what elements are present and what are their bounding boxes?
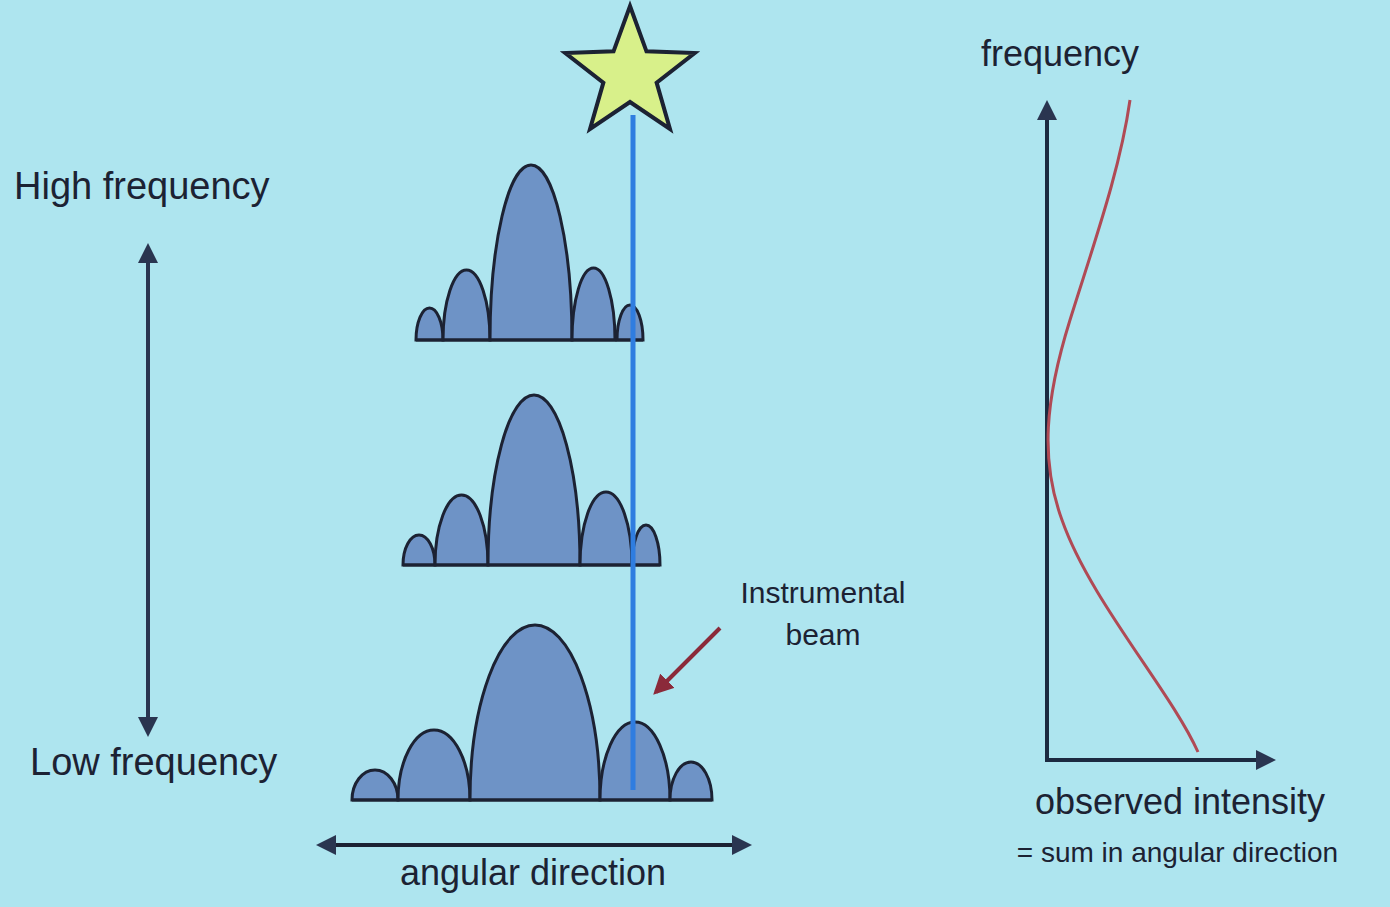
beam-lobe: [617, 305, 643, 340]
callout-label: Instrumental beam: [713, 572, 933, 656]
beam-lobe: [490, 165, 572, 340]
beam-lobe: [398, 730, 470, 800]
pointer-arrow: [656, 628, 720, 692]
beam-lobe: [488, 395, 580, 565]
beam-lobe: [416, 308, 443, 340]
beam-lobe: [403, 535, 435, 565]
axis-label: observed intensity: [1005, 780, 1355, 823]
axis-label: Low frequency: [30, 740, 360, 786]
axis-note: = sum in angular direction: [975, 836, 1380, 870]
beam-lobe: [580, 492, 632, 565]
beam-baseline: [403, 564, 660, 567]
beam-patterns: [352, 165, 712, 800]
beam-lobe: [443, 270, 490, 340]
line-of-sight: [631, 115, 636, 790]
beam-lobe: [632, 525, 660, 565]
axis-label: High frequency: [14, 164, 344, 210]
beam-lobe: [670, 762, 712, 800]
axis-label: frequency: [930, 32, 1190, 75]
axis-label: angular direction: [283, 851, 783, 894]
beam-lobe: [572, 268, 615, 340]
beam-lobe: [435, 495, 488, 565]
angle-arrow: [320, 843, 748, 847]
intensity-axis: [1045, 758, 1272, 762]
intensity-curve: [1048, 100, 1198, 752]
frequency-arrow: [146, 247, 150, 733]
star-symbol: [565, 6, 694, 129]
beam-baseline: [416, 339, 643, 342]
beam-lobe: [470, 625, 600, 800]
beam-lobe: [352, 770, 398, 800]
beam-baseline: [352, 799, 712, 802]
